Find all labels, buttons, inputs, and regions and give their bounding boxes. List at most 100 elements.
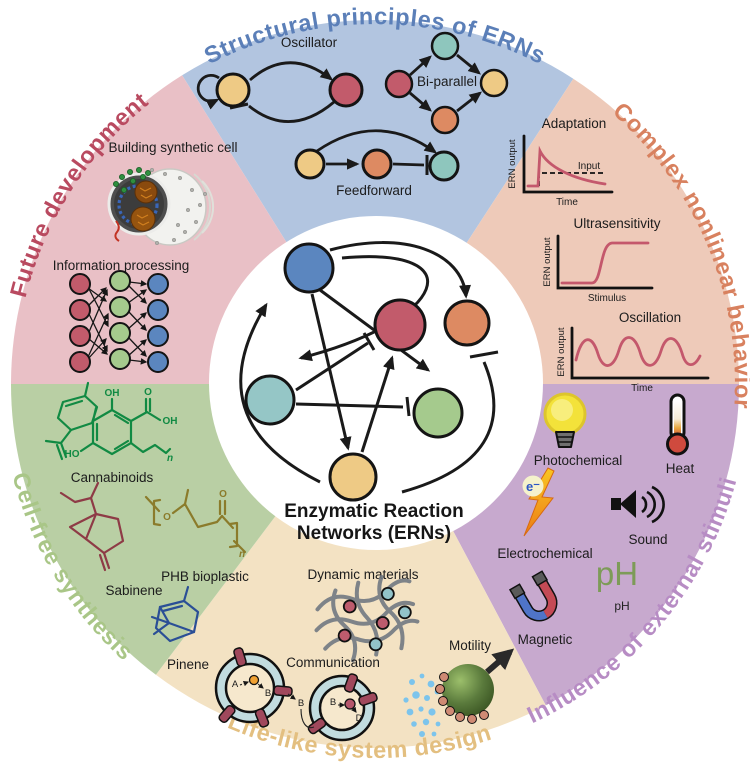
cannabinoids-structure: [44, 381, 172, 461]
adaptation-input-label: Input: [578, 161, 600, 172]
vesicle-arrow-export: [287, 693, 296, 700]
center-title-line1: Enzymatic Reaction: [284, 501, 464, 522]
adaptation-plot: Adaptation Input ERN output Time: [507, 116, 614, 208]
information-processing-label: Information processing: [53, 258, 190, 273]
electron-badge: [522, 475, 544, 497]
dynamic-materials-label: Dynamic materials: [307, 567, 418, 582]
cell-red-strand: [114, 220, 120, 242]
motility-catalyst-dots: [435, 672, 489, 724]
feedforward-edge2: [392, 162, 425, 167]
vesicle-molecule-a: [248, 674, 260, 686]
center-node-blue: [283, 242, 335, 294]
vesicle-arrow-to-b: [257, 683, 264, 689]
biparallel-edge2: [409, 91, 432, 112]
center-network: [239, 241, 499, 502]
feedforward-label: Feedforward: [336, 183, 412, 198]
thermometer-fill: [674, 401, 681, 437]
speaker-wave2: [646, 490, 656, 519]
neural-network-edges: [87, 280, 148, 365]
center-arc-right-bar: [469, 350, 499, 359]
motility-icon: [403, 648, 515, 737]
synthetic-cell-label: Building synthetic cell: [108, 140, 237, 155]
magnetic-label: Magnetic: [518, 632, 573, 647]
pinene-structure: [150, 585, 200, 643]
magnet-tip-right: [531, 570, 549, 587]
feedforward-node-orange: [361, 148, 393, 180]
cannabinoid-oh: OH: [163, 416, 178, 427]
cell-fold1: [193, 173, 211, 241]
communication-label: Communication: [286, 655, 380, 670]
magnet-red-limb: [538, 580, 556, 618]
feedforward-arc: [316, 129, 438, 154]
vesicle-arrow-a-b: [239, 680, 250, 687]
center-node-green: [412, 387, 464, 439]
lightning-icon: e⁻: [522, 467, 555, 537]
vesicle-label-d: D: [356, 713, 363, 724]
phb-o-ester: O: [163, 512, 171, 523]
center-edge-teal-red-bar: [362, 332, 376, 351]
droplet-spray: [403, 673, 441, 737]
center-node-yellow: [328, 452, 378, 502]
thermometer-bulb: [666, 432, 689, 456]
ultrasensitivity-ylabel: ERN output: [542, 237, 553, 286]
center-edge-blue-yellow: [310, 293, 352, 451]
oscillator-label: Oscillator: [281, 35, 338, 50]
sabinene-structure: [59, 481, 125, 572]
neural-network-nodes: [69, 270, 169, 373]
center-node-orange: [443, 299, 491, 347]
ultrasensitivity-xlabel: Stimulus: [588, 293, 626, 304]
membrane-channels: [218, 647, 378, 735]
center-arc-right: [401, 361, 496, 494]
cannabinoids-label: Cannabinoids: [71, 470, 154, 485]
cannabinoid-n: n: [167, 453, 173, 464]
vesicle-label-a: A: [232, 679, 239, 690]
photochemical-label: Photochemical: [534, 453, 623, 468]
thermometer-icon: [666, 393, 689, 456]
cell-fold2: [201, 180, 215, 234]
sound-label: Sound: [628, 532, 667, 547]
ultrasensitivity-title: Ultrasensitivity: [573, 216, 660, 231]
biparallel-node-teal: [430, 31, 460, 61]
wedge-structural: [182, 19, 574, 384]
oscillator-motif: Oscillator: [196, 35, 364, 123]
synthetic-cell-icon: [107, 166, 215, 246]
phb-label: PHB bioplastic: [161, 569, 249, 584]
oscillation-xlabel: Time: [631, 383, 653, 394]
cell-speckles: [149, 167, 208, 246]
adaptation-axes: [522, 134, 614, 194]
biparallel-label: Bi-parallel: [417, 74, 477, 89]
vesicle-right-inner: [318, 684, 366, 732]
pinene-label: Pinene: [167, 657, 209, 672]
adaptation-ylabel: ERN output: [507, 139, 518, 188]
ph-label: pH: [614, 599, 629, 613]
mesh-beads: [337, 586, 412, 652]
biparallel-motif: Bi-parallel: [384, 31, 509, 135]
vesicle-molecule-c: [344, 698, 356, 710]
biparallel-edge3: [456, 53, 481, 75]
center-node-red: [373, 298, 427, 352]
oscillation-title: Oscillation: [619, 310, 681, 325]
mesh-icon: [314, 574, 420, 663]
cell-green-particles: [113, 166, 151, 193]
vesicle-transfer-line: [300, 708, 315, 729]
sabinene-label: Sabinene: [105, 583, 162, 598]
magnet-tip-left: [508, 583, 526, 600]
motility-label: Motility: [449, 638, 491, 653]
center-curve-blue-orange: [329, 241, 471, 299]
ultrasensitivity-plot: Ultrasensitivity ERN output Stimulus: [542, 216, 661, 304]
speaker-icon: [611, 485, 665, 524]
vesicles-icon: A B B B D: [214, 647, 378, 742]
adaptation-xlabel: Time: [556, 197, 578, 208]
center-arc-left: [239, 302, 321, 484]
biparallel-node-orange: [430, 105, 460, 135]
oscillator-activation-arc: [249, 61, 333, 82]
oscillator-inhibition-arc: [248, 100, 335, 123]
ultrasensitivity-axes: [556, 234, 654, 290]
center-title-line2: Networks (ERNs): [297, 523, 451, 544]
adaptation-title: Adaptation: [542, 116, 607, 131]
oscillation-axes: [570, 326, 710, 380]
lightning-bolt: [523, 467, 555, 537]
cannabinoid-ho: HO: [65, 449, 80, 460]
magnet-icon: [508, 570, 558, 622]
